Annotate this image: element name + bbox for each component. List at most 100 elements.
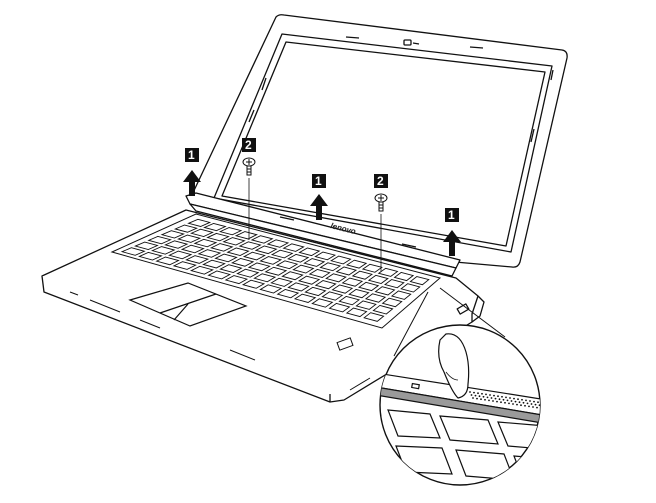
keyboard-key: [276, 289, 300, 299]
keyboard-key: [120, 247, 146, 256]
keyboard-key: [160, 230, 185, 239]
keyboard-key: [203, 222, 227, 232]
fingerprint-reader: [336, 337, 354, 351]
keyboard-key: [193, 238, 218, 248]
keyboard-key: [282, 243, 305, 252]
step-1-left: 1: [183, 148, 201, 196]
grille-dot: [505, 396, 507, 399]
keyboard-key: [173, 224, 199, 233]
keyboard-key: [236, 268, 260, 278]
grille-dot: [524, 404, 526, 407]
keyboard-key: [190, 228, 214, 237]
keyboard-key: [374, 286, 396, 296]
grille-dot: [489, 394, 491, 396]
keyboard-key: [168, 250, 193, 260]
keyboard-key: [219, 264, 243, 274]
grille-dot: [478, 395, 481, 398]
keyboard-key: [164, 240, 189, 249]
keyboard-key: [189, 265, 214, 275]
grille-dot: [538, 404, 540, 407]
keyboard-key: [151, 246, 176, 255]
keyboard-key: [147, 235, 172, 245]
keyboard-key: [321, 291, 344, 301]
keyboard-key: [314, 251, 337, 261]
step-1-right: 1: [443, 208, 461, 256]
step-badge: [312, 174, 326, 188]
keyboard-key: [253, 273, 277, 283]
keyboard-key: [224, 275, 249, 285]
keyboard-key: [238, 241, 262, 250]
keyboard-key: [250, 235, 274, 244]
grille-dot: [525, 399, 527, 402]
grille-dot: [529, 400, 531, 402]
keyboard-key: [270, 277, 293, 287]
keyboard-key: [231, 257, 255, 267]
keyboard-key: [384, 279, 405, 289]
grille-dot: [484, 398, 486, 401]
keyboard-key: [138, 251, 163, 261]
grille-dot: [513, 397, 515, 400]
keyboard-key: [234, 231, 258, 240]
grille-dot: [473, 391, 475, 394]
keyboard-key: [297, 275, 321, 285]
grille-dot: [497, 395, 499, 398]
grille-dot: [512, 403, 514, 405]
grille-dot: [502, 398, 505, 401]
grille-dot: [522, 401, 525, 404]
keyboard-key: [328, 302, 351, 313]
keyboard-key: [351, 270, 373, 280]
finger-icon: [438, 333, 470, 399]
grille-dot: [510, 400, 513, 402]
grille-dot: [509, 397, 511, 399]
grille-dot: [518, 401, 521, 404]
keyboard-key: [207, 270, 232, 280]
keyboard-key: [361, 263, 383, 273]
speaker-grille: [469, 391, 540, 409]
keyboard-key: [381, 297, 403, 308]
grille-dot: [532, 406, 534, 408]
keyboard-key: [259, 284, 283, 294]
keyboard-key: [155, 256, 180, 266]
step-number: 1: [315, 174, 322, 188]
grille-dot: [486, 396, 489, 399]
keyboard-key: [177, 234, 202, 243]
keyboard-key: [247, 262, 271, 272]
touchpad: [128, 282, 248, 327]
screw-icon: [242, 157, 256, 176]
grille-dot: [477, 392, 479, 395]
step-badge: [445, 208, 459, 222]
keyboard-key: [287, 253, 310, 263]
keyboard-key: [218, 227, 243, 236]
keyboard-key: [330, 255, 352, 265]
keyboard-key: [364, 293, 387, 303]
keyboard-key: [281, 271, 304, 281]
keyboard-key: [303, 258, 326, 267]
screw-icon: [374, 193, 388, 212]
grille-dot: [485, 393, 487, 396]
grille-dot: [504, 401, 506, 404]
keyboard-key: [259, 256, 283, 265]
lift-arrow-icon: [310, 194, 328, 220]
keyboard-key: [275, 260, 299, 270]
grille-dot: [528, 405, 530, 408]
step-1-center: 1: [310, 174, 328, 220]
keyboard-key: [308, 268, 331, 278]
keyboard-key: [393, 271, 415, 282]
grille-dot: [481, 392, 483, 395]
keyboard-key: [345, 259, 368, 269]
step-badge: [374, 174, 388, 188]
keyboard-key: [341, 277, 364, 287]
keyboard-key: [372, 304, 394, 315]
keyboard-key: [331, 284, 354, 294]
keyboard-key: [325, 273, 347, 283]
hinge-cover: [185, 192, 461, 294]
grille-dot: [472, 397, 474, 399]
keyboard-key: [293, 293, 317, 303]
keyboard-key: [304, 286, 327, 297]
lift-arrow-icon: [443, 230, 461, 256]
grille-dot: [493, 394, 495, 397]
grille-dot: [498, 398, 501, 401]
grille-dot: [480, 398, 482, 401]
grille-dot: [469, 391, 471, 393]
